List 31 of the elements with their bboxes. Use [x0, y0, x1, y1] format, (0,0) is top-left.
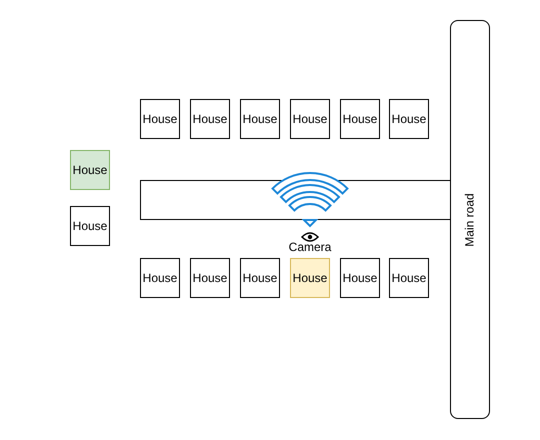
house-box [70, 150, 110, 190]
node-label: House [242, 271, 278, 285]
node-label: House [392, 271, 426, 285]
house-box [340, 99, 380, 139]
house-box [240, 99, 280, 139]
node-label: House [192, 112, 228, 126]
house-box [389, 99, 429, 139]
house-box [290, 99, 330, 139]
node-label: House [342, 271, 378, 285]
main-road [450, 20, 490, 419]
house-box [190, 258, 230, 298]
node-label: House [72, 219, 108, 233]
node-label: House [242, 112, 278, 126]
node-label: House [342, 112, 378, 126]
node-label: House [192, 271, 228, 285]
node-label: House [392, 112, 426, 126]
house-box [290, 258, 330, 298]
house-box [190, 99, 230, 139]
house-box [140, 99, 180, 139]
node-label: House [292, 271, 328, 285]
house-box [389, 258, 429, 298]
node-label: House [142, 271, 178, 285]
node-label: House [292, 112, 328, 126]
house-box [140, 258, 180, 298]
node-label: House [72, 163, 108, 177]
node-label: House [142, 112, 178, 126]
house-box [340, 258, 380, 298]
house-box [70, 206, 110, 246]
house-box [240, 258, 280, 298]
node-label: Main road [463, 192, 477, 246]
camera-label: Camera [288, 240, 332, 254]
